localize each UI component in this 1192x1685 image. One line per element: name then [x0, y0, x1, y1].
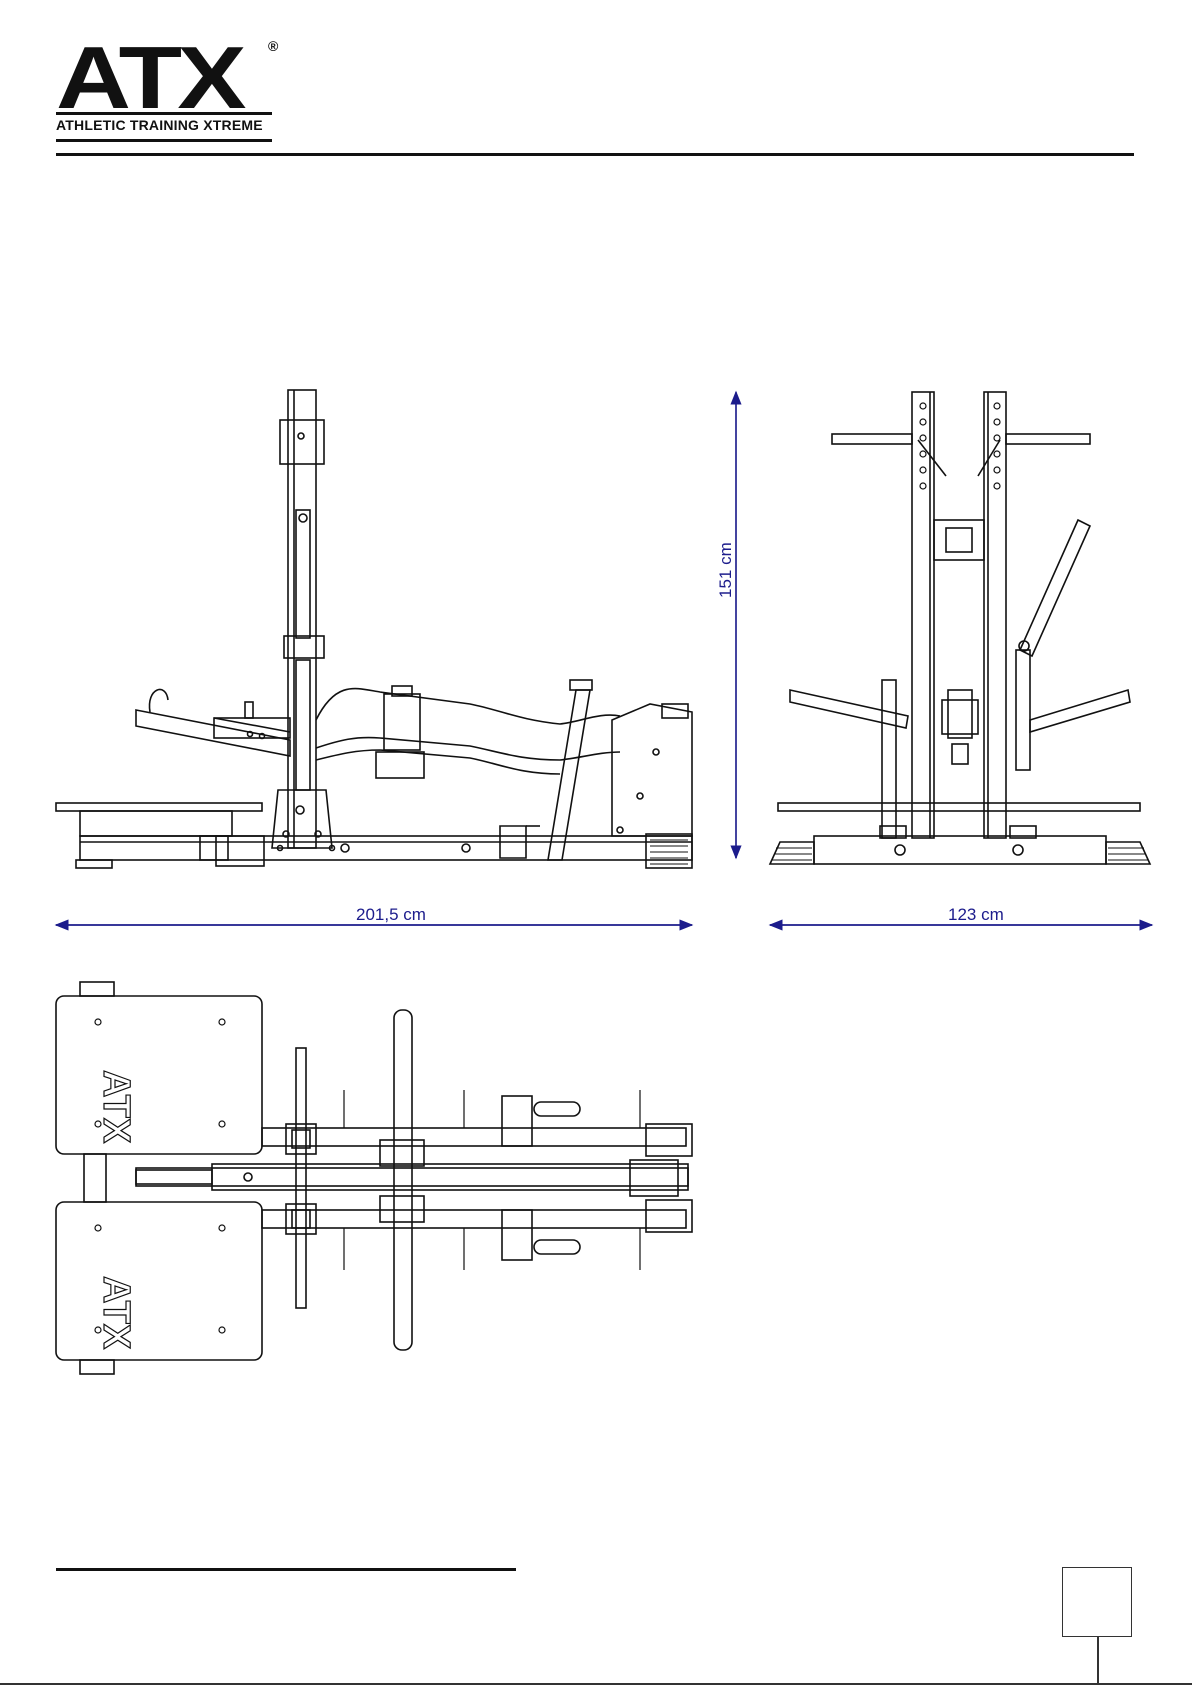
front-view [770, 392, 1150, 864]
length-dimension: 201,5 cm [356, 905, 426, 925]
footer-rule [56, 1568, 516, 1571]
page-number-box [1062, 1567, 1132, 1637]
svg-text:ATX: ATX [95, 1070, 137, 1144]
top-view: ATX ATX [56, 982, 692, 1374]
page-box-tick [1097, 1637, 1099, 1685]
width-dimension: 123 cm [948, 905, 1004, 925]
height-dimension: 151 cm [716, 542, 736, 598]
side-view [56, 390, 692, 868]
svg-text:ATX: ATX [95, 1276, 137, 1350]
